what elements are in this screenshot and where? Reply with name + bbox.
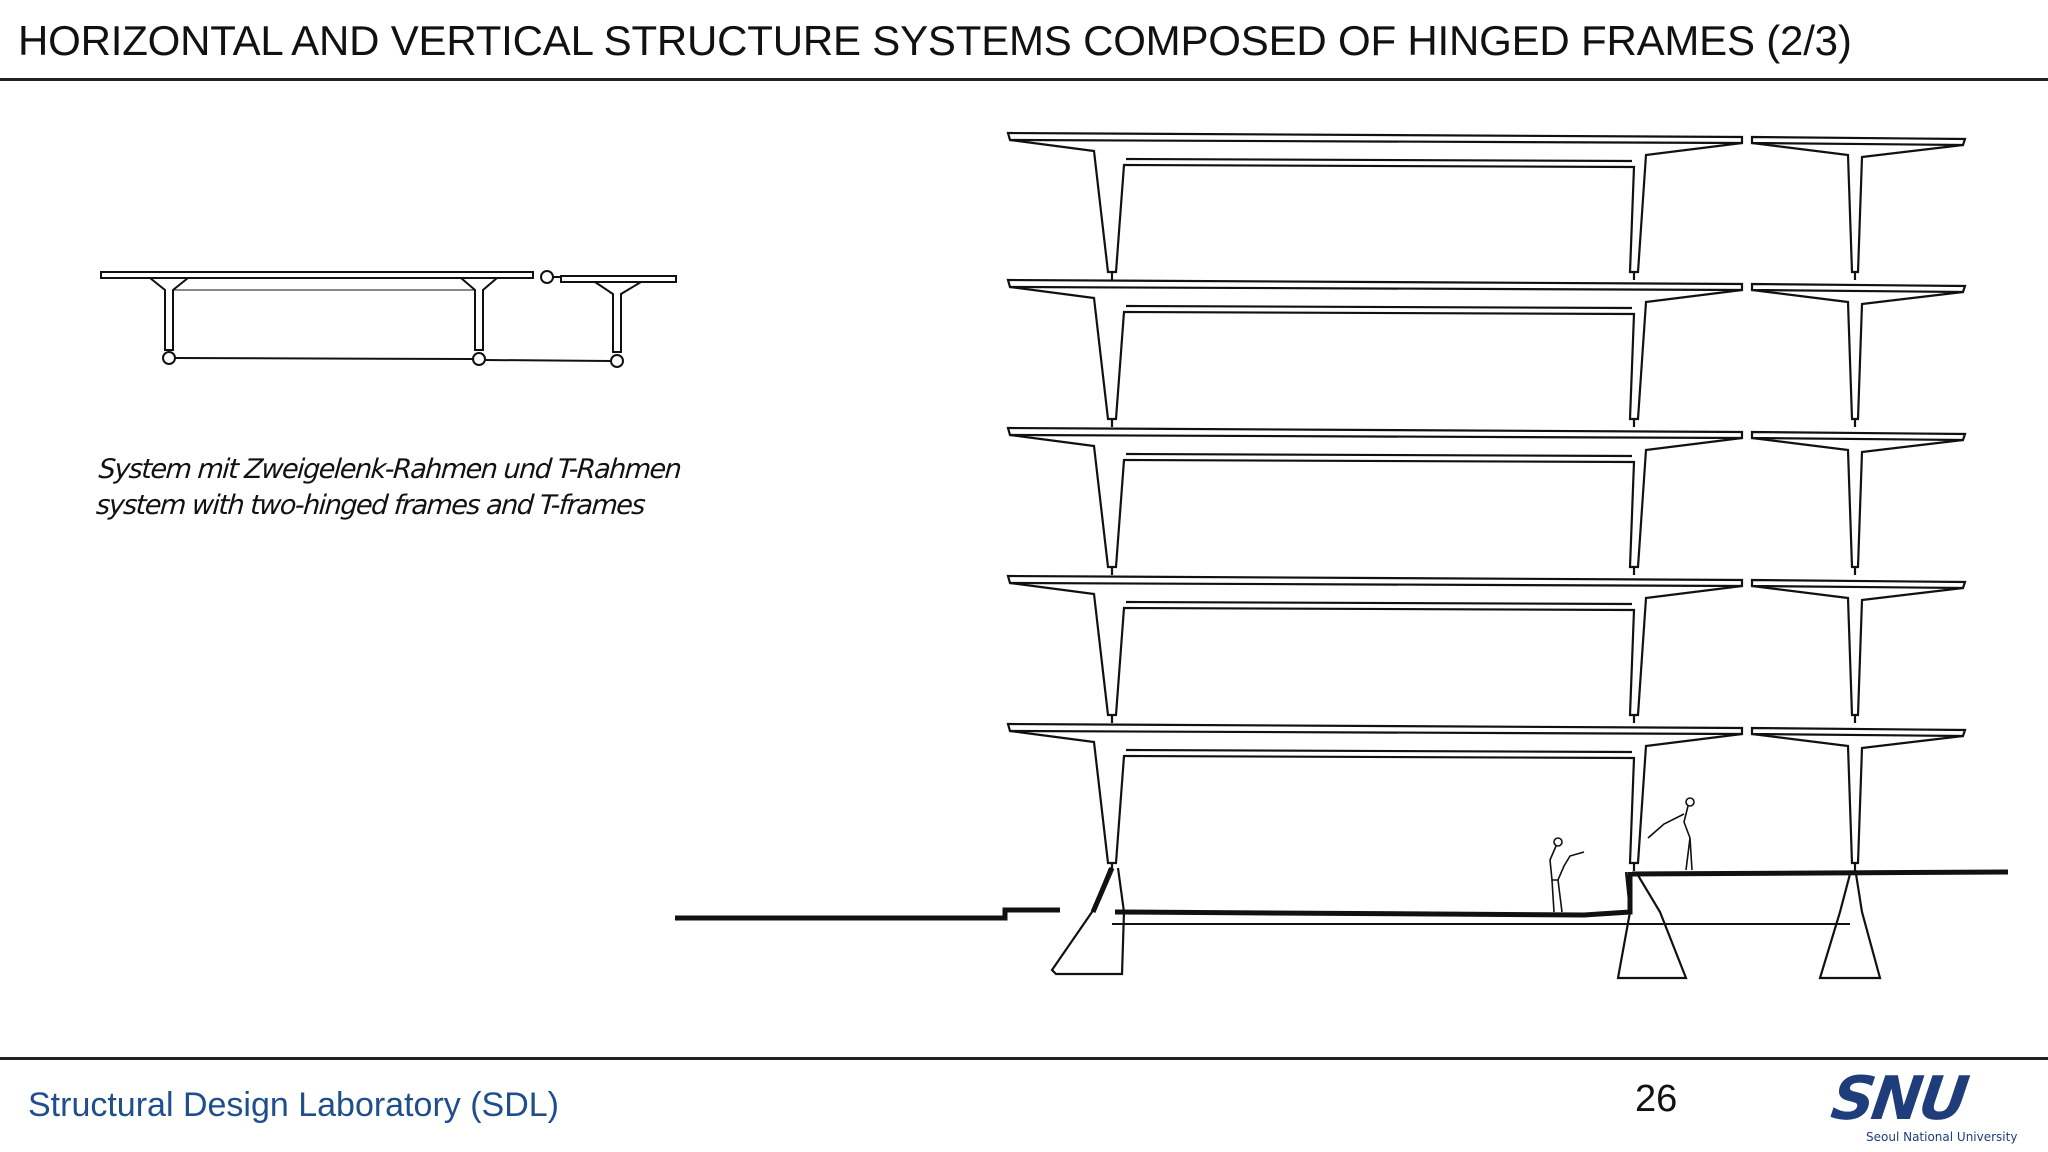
floor-5-frame xyxy=(1009,729,1743,865)
floor-1-hinges xyxy=(1110,272,1857,280)
floor-4-slab-short xyxy=(1750,578,1967,590)
floor-3-slab-long xyxy=(1006,426,1744,440)
title-divider xyxy=(0,78,2048,81)
floor-4-frame xyxy=(1009,581,1743,717)
floor-2-frame xyxy=(1009,285,1743,421)
floor-3-soffit xyxy=(1125,452,1633,458)
floor-1-soffit xyxy=(1125,157,1633,163)
floor-2-slab-short xyxy=(1750,282,1967,294)
floor-4-t-frame xyxy=(1751,584,1964,717)
floor-4-hinges xyxy=(1110,715,1857,723)
floor-3-slab-short xyxy=(1750,430,1967,442)
floor-1-slab-short xyxy=(1750,135,1967,147)
snu-logo: SNU Seoul National University xyxy=(1826,1064,2036,1148)
floor-1-slab-long xyxy=(1006,131,1744,145)
floor-2-slab-long xyxy=(1006,278,1744,292)
floor-5-slab-short xyxy=(1750,726,1967,738)
lab-name: Structural Design Laboratory (SDL) xyxy=(28,1086,560,1124)
floor-2-hinges xyxy=(1110,419,1857,427)
logo-wordmark: SNU xyxy=(1827,1064,1971,1134)
slide-title: HORIZONTAL AND VERTICAL STRUCTURE SYSTEM… xyxy=(18,17,1852,64)
page-number: 26 xyxy=(1635,1078,1678,1120)
schematic-diagram xyxy=(100,270,677,368)
floor-2-t-frame xyxy=(1751,288,1964,421)
floor-3-t-frame xyxy=(1751,436,1964,569)
floor-5-soffit xyxy=(1125,748,1633,754)
floor-5-t-frame xyxy=(1751,732,1964,865)
logo-subtext: Seoul National University xyxy=(1866,1130,2018,1144)
floor-5-slab-long xyxy=(1006,722,1744,736)
floor-5-hinges xyxy=(1110,863,1857,871)
floor-4-slab-long xyxy=(1006,574,1744,588)
floor-2-soffit xyxy=(1125,304,1633,310)
floor-1-frame xyxy=(1009,138,1743,274)
floor-1-t-frame xyxy=(1751,141,1964,274)
floor-3-hinges xyxy=(1110,567,1857,575)
floor-4-soffit xyxy=(1125,600,1633,606)
floor-3-frame xyxy=(1009,433,1743,569)
footer-divider xyxy=(0,1057,2048,1060)
